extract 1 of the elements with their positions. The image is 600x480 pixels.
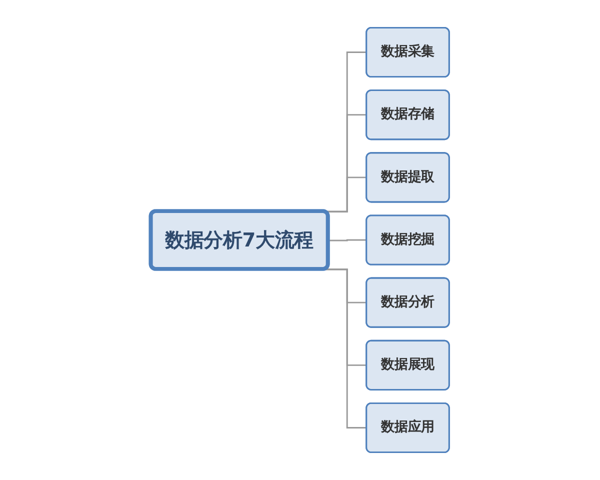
connector xyxy=(328,239,368,242)
